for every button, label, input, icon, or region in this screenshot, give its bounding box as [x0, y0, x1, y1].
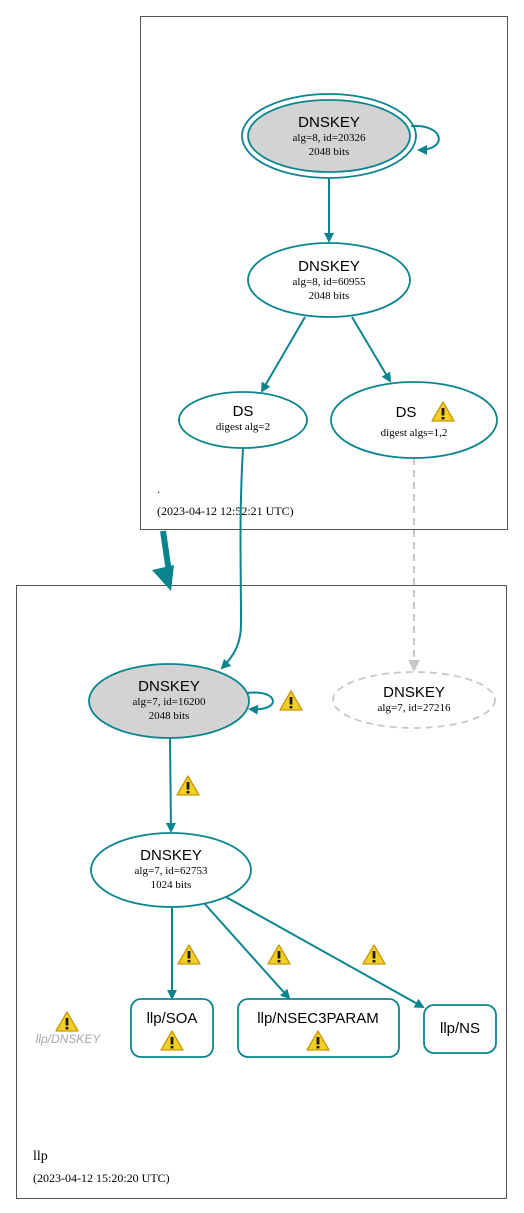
node-root-ksk-title: DNSKEY	[298, 114, 360, 131]
node-llp-zsk-title: DNSKEY	[140, 847, 202, 864]
node-root-ksk[interactable]: DNSKEY alg=8, id=20326 2048 bits	[241, 93, 417, 179]
node-root-ksk-line1: alg=8, id=20326	[293, 132, 366, 144]
edge-llp-ksk-self	[246, 691, 274, 715]
node-llp-zsk-line2: 1024 bits	[151, 879, 192, 891]
node-rr-nsec3param-label: llp/NSEC3PARAM	[257, 1010, 378, 1027]
warning-icon[interactable]	[267, 944, 291, 965]
node-ds-1[interactable]: DS digest alg=2	[178, 391, 308, 449]
warning-icon[interactable]	[55, 1011, 79, 1032]
node-ds-2[interactable]: DS digest algs=1,2	[330, 381, 498, 459]
node-rr-soa[interactable]: llp/SOA	[130, 998, 214, 1058]
edge-llp-ksk-to-zsk	[165, 737, 176, 833]
warning-icon[interactable]	[362, 944, 386, 965]
node-llp-ksk-line1: alg=7, id=16200	[133, 696, 206, 708]
node-ds-2-title: DS	[396, 404, 417, 421]
warning-icon[interactable]	[177, 944, 201, 965]
warning-icon[interactable]	[176, 775, 200, 796]
node-root-zsk-line1: alg=8, id=60955	[293, 276, 366, 288]
node-rr-nsec3param[interactable]: llp/NSEC3PARAM	[237, 998, 400, 1058]
node-llp-ksk-line2: 2048 bits	[149, 710, 190, 722]
node-llp-missing-line1: alg=7, id=27216	[378, 702, 451, 714]
node-root-ksk-line2: 2048 bits	[309, 146, 350, 158]
node-rr-dnskey-label: llp/DNSKEY	[36, 1032, 102, 1046]
node-ds-1-title: DS	[233, 403, 254, 420]
node-rr-dnskey[interactable]: llp/DNSKEY	[36, 1011, 102, 1046]
node-root-zsk-line2: 2048 bits	[309, 290, 350, 302]
edge-ds1-to-llp-ksk	[220, 447, 244, 670]
edge-zsk-to-ns	[225, 896, 425, 1008]
edges	[165, 124, 440, 1008]
node-llp-ksk-title: DNSKEY	[138, 678, 200, 695]
zone-llp: llp (2023-04-12 15:20:20 UTC)	[16, 585, 507, 1199]
node-llp-ksk[interactable]: DNSKEY alg=7, id=16200 2048 bits	[88, 663, 250, 739]
node-llp-missing-title: DNSKEY	[383, 684, 445, 701]
node-ds-2-line1: digest algs=1,2	[381, 427, 448, 439]
node-rr-ns[interactable]: llp/NS	[423, 1004, 497, 1054]
zone-llp-timestamp: (2023-04-12 15:20:20 UTC)	[33, 1171, 170, 1185]
node-ds-1-line1: digest alg=2	[216, 421, 270, 433]
node-root-zsk[interactable]: DNSKEY alg=8, id=60955 2048 bits	[247, 242, 411, 318]
delegation-edge	[152, 530, 174, 591]
node-llp-zsk-line1: alg=7, id=62753	[135, 865, 208, 877]
node-llp-zsk[interactable]: DNSKEY alg=7, id=62753 1024 bits	[90, 832, 252, 908]
warning-icon[interactable]	[279, 690, 303, 711]
node-rr-ns-label: llp/NS	[440, 1020, 480, 1037]
zone-root-timestamp: (2023-04-12 12:52:21 UTC)	[157, 504, 294, 518]
node-root-zsk-title: DNSKEY	[298, 258, 360, 275]
node-rr-soa-label: llp/SOA	[147, 1010, 198, 1027]
node-llp-missing-dnskey[interactable]: DNSKEY alg=7, id=27216	[332, 671, 496, 729]
edge-root-zsk-to-ds2	[351, 316, 392, 383]
zone-llp-name: llp	[33, 1149, 48, 1164]
edge-root-ksk-self	[410, 124, 440, 155]
edge-zsk-to-nsec3param	[203, 902, 291, 1000]
zone-root: . (2023-04-12 12:52:21 UTC)	[140, 16, 508, 530]
zone-root-name: .	[157, 482, 160, 496]
edge-root-zsk-to-ds1	[260, 316, 306, 393]
